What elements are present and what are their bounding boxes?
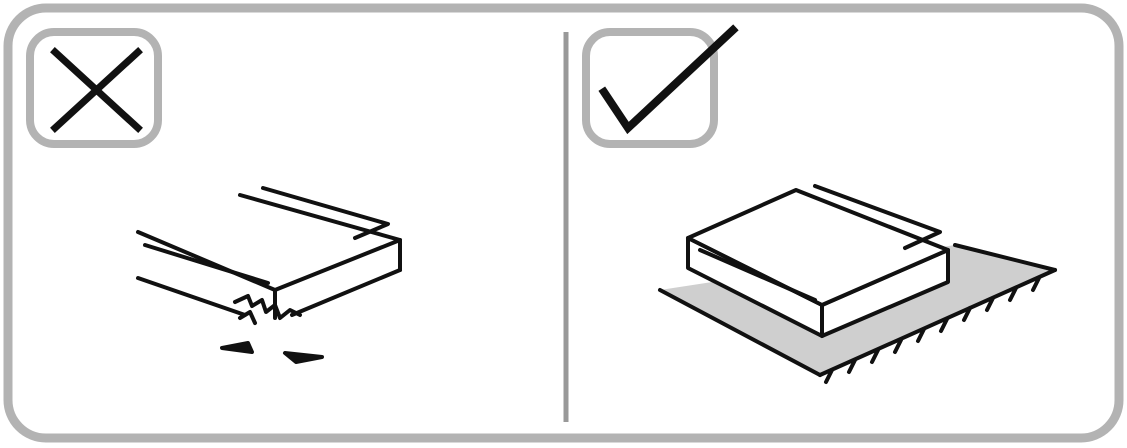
furniture-on-rug-icon (658, 184, 1057, 384)
check-badge-frame (582, 28, 718, 148)
panel-incorrect (26, 28, 402, 364)
cross-badge-frame (26, 28, 162, 148)
cross-icon (50, 47, 143, 133)
cracked-furniture-edge-on-hard-floor-icon (136, 186, 402, 364)
check-icon (598, 24, 739, 135)
panel-correct (582, 24, 1057, 384)
